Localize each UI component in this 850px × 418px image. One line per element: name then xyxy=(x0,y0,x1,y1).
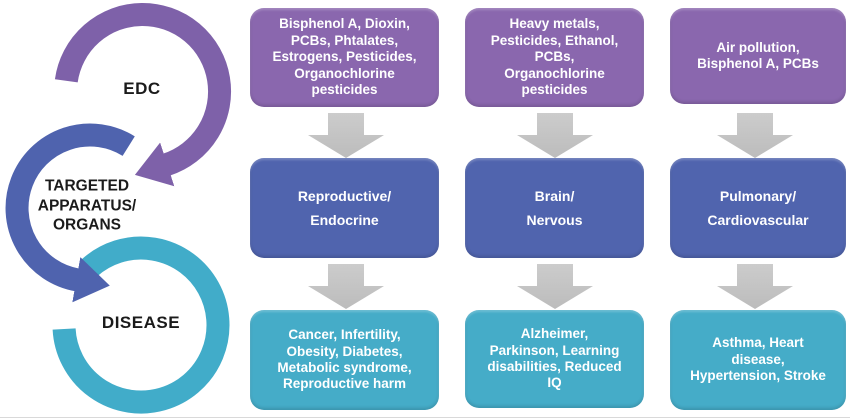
cycle-label-edc: EDC xyxy=(123,79,161,98)
disease-box-pulmonary: Asthma, Heart disease, Hypertension, Str… xyxy=(670,310,846,410)
edc-ring-arrow xyxy=(54,2,232,187)
cycle-arrows-graphic xyxy=(5,2,232,414)
cycle-label-disease: DISEASE xyxy=(101,313,181,332)
down-arrow-icon xyxy=(308,113,384,158)
target-text-brain-nervous: Brain/ Nervous xyxy=(526,187,583,229)
cycle-label-targeted-apparatus-organs: TARGETED APPARATUS/ ORGANS xyxy=(37,177,137,234)
disease-box-brain: Alzheimer, Parkinson, Learning disabilit… xyxy=(465,310,644,408)
target-box-reproductive-endocrine: Reproductive/ Endocrine xyxy=(250,158,439,258)
down-arrow-icon xyxy=(308,264,384,309)
edc-sources-text-brain: Heavy metals, Pesticides, Ethanol, PCBs,… xyxy=(490,16,619,98)
disease-ring-arc xyxy=(52,236,230,414)
edc-sources-box-pulmonary: Air pollution, Bisphenol A, PCBs xyxy=(670,8,846,104)
disease-text-reproductive: Cancer, Infertility, Obesity, Diabetes, … xyxy=(277,327,412,392)
targeted-ring-arrow xyxy=(5,123,135,303)
down-arrow-icon xyxy=(517,264,593,309)
down-arrow-icon xyxy=(717,113,793,158)
target-text-reproductive-endocrine: Reproductive/ Endocrine xyxy=(297,187,392,229)
disease-text-pulmonary: Asthma, Heart disease, Hypertension, Str… xyxy=(690,335,826,384)
down-arrow-icon xyxy=(717,264,793,309)
edc-sources-text-reproductive: Bisphenol A, Dioxin, PCBs, Phtalates, Es… xyxy=(272,16,417,98)
target-box-pulmonary-cardiovascular: Pulmonary/ Cardiovascular xyxy=(670,158,846,258)
disease-text-brain: Alzheimer, Parkinson, Learning disabilit… xyxy=(487,326,622,391)
target-text-pulmonary-cardiovascular: Pulmonary/ Cardiovascular xyxy=(707,187,809,229)
down-arrow-icon xyxy=(517,113,593,158)
target-box-brain-nervous: Brain/ Nervous xyxy=(465,158,644,258)
disease-box-reproductive: Cancer, Infertility, Obesity, Diabetes, … xyxy=(250,310,439,410)
edc-sources-text-pulmonary: Air pollution, Bisphenol A, PCBs xyxy=(697,39,819,71)
edc-sources-box-brain: Heavy metals, Pesticides, Ethanol, PCBs,… xyxy=(465,8,644,107)
edc-sources-box-reproductive: Bisphenol A, Dioxin, PCBs, Phtalates, Es… xyxy=(250,8,439,107)
